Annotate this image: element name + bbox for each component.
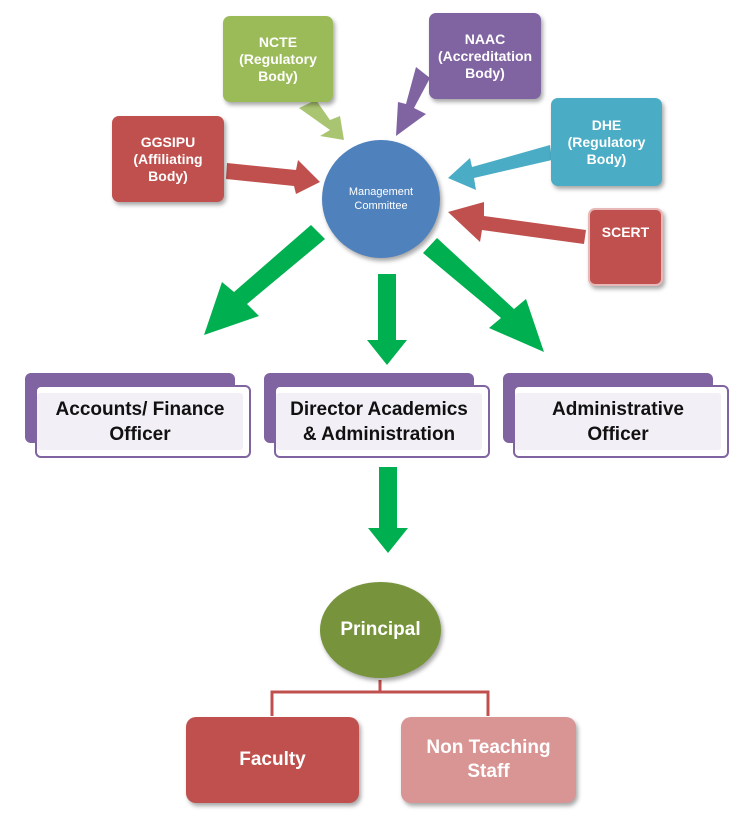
principal-connector-line <box>270 680 382 716</box>
ncte-to-management-arrow <box>299 100 344 140</box>
administrative-officer-label: Administrative Officer <box>515 393 721 450</box>
dhe-to-management-arrow <box>448 145 552 190</box>
non-teaching-staff-node: Non Teaching Staff <box>401 717 576 803</box>
naac-node: NAAC (Accreditation Body) <box>429 13 541 99</box>
naac-to-management-arrow <box>396 67 430 136</box>
management-to-director-arrow <box>367 274 407 365</box>
management-to-accounts-arrow <box>204 225 325 335</box>
ggsipu-to-management-arrow <box>226 160 320 194</box>
principal-connector-line-right <box>380 690 490 716</box>
scert-to-management-arrow <box>448 202 586 244</box>
director-label: Director Academics & Administration <box>276 393 482 450</box>
management-to-administrative-arrow <box>423 238 544 352</box>
director-to-principal-arrow <box>368 467 408 553</box>
management-committee-node: Management Committee <box>322 140 440 258</box>
ggsipu-node: GGSIPU (Affiliating Body) <box>112 116 224 202</box>
faculty-node: Faculty <box>186 717 359 803</box>
accounts-officer-label: Accounts/ Finance Officer <box>37 393 243 450</box>
dhe-node: DHE (Regulatory Body) <box>551 98 662 186</box>
scert-node: SCERT <box>588 208 663 286</box>
ncte-node: NCTE (Regulatory Body) <box>223 16 333 102</box>
principal-node: Principal <box>320 582 441 678</box>
